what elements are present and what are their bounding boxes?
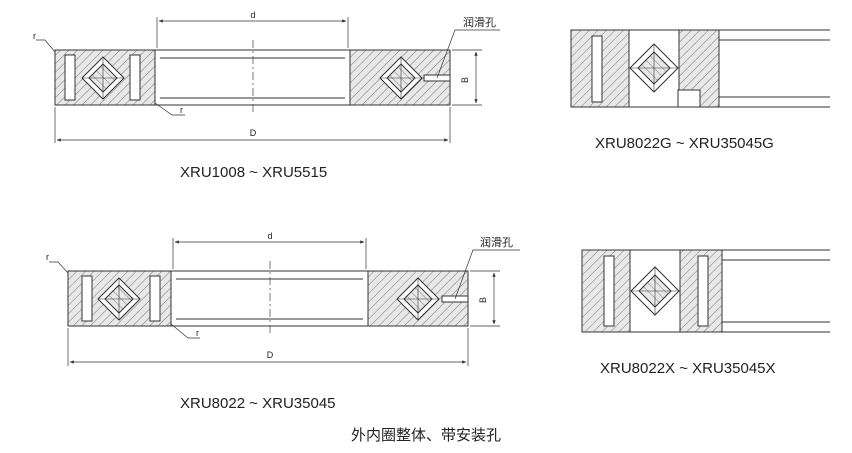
caption-top-right: XRU8022G ~ XRU35045G xyxy=(595,135,774,152)
drawing-xru1008: d D B 润滑孔 r r xyxy=(33,10,500,143)
caption-top-left: XRU1008 ~ XRU5515 xyxy=(180,164,328,181)
dim-d-label: d xyxy=(250,10,255,20)
dim-d-label: d xyxy=(267,231,272,241)
drawing-xru8022g xyxy=(570,29,830,108)
radius-label: r xyxy=(46,252,49,262)
caption-bottom-right: XRU8022X ~ XRU35045X xyxy=(600,360,776,377)
dim-D-label: D xyxy=(267,350,274,360)
lubrication-hole-label: 润滑孔 xyxy=(480,235,513,249)
lubrication-hole-label: 润滑孔 xyxy=(463,15,496,29)
drawing-xru8022: d D B 润滑孔 r r xyxy=(46,231,520,366)
radius-label: r xyxy=(33,31,36,41)
radius-label: r xyxy=(180,105,183,115)
drawing-xru8022x xyxy=(581,249,830,333)
dim-D-label: D xyxy=(250,128,257,138)
footer-caption: 外内圈整体、带安装孔 xyxy=(350,426,501,444)
caption-bottom-left: XRU8022 ~ XRU35045 xyxy=(180,395,336,412)
dim-B-label: B xyxy=(460,77,470,83)
dim-B-label: B xyxy=(478,297,488,303)
radius-label: r xyxy=(196,328,199,338)
